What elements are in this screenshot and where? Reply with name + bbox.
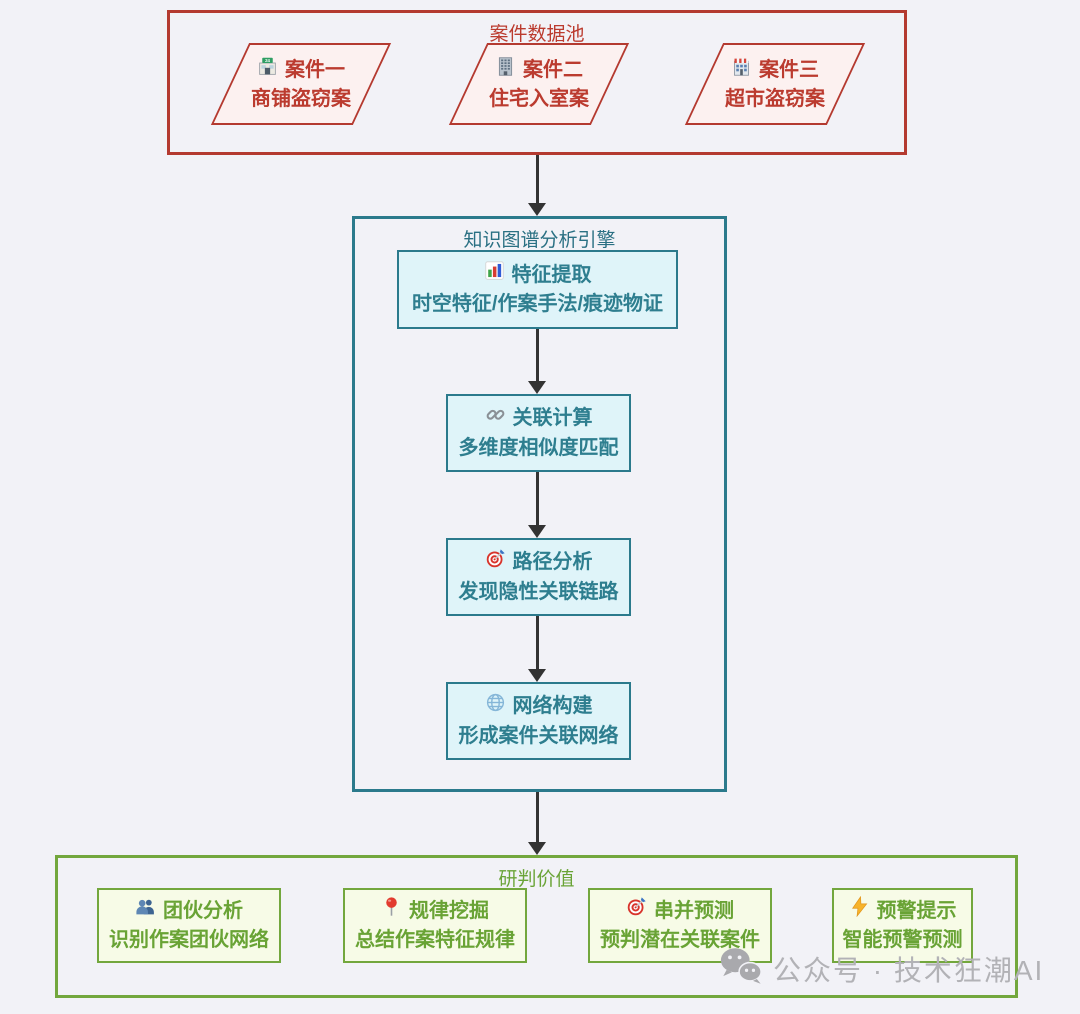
case-pool-title: 案件数据池 (489, 24, 585, 45)
value-item-title: 规律挖掘 (409, 899, 489, 922)
case-node-subtitle: 超市盗窃案 (725, 87, 825, 110)
flow-arrow (536, 155, 539, 203)
value-item-subtitle: 智能预警预测 (842, 929, 963, 951)
pushpin-icon (381, 896, 402, 926)
flow-arrow (536, 329, 539, 381)
flow-arrow (536, 616, 539, 669)
case-node-1: 24 案件一 商铺盗窃案 (210, 43, 392, 125)
department-store-icon (731, 56, 752, 85)
flow-arrowhead (528, 203, 546, 216)
link-icon (485, 404, 506, 434)
lightning-icon (849, 895, 870, 926)
engine-title: 知识图谱分析引擎 (463, 230, 616, 251)
flow-arrow (536, 472, 539, 525)
engine-step-title: 关联计算 (512, 407, 593, 429)
engine-subgraph: 知识图谱分析引擎 (352, 216, 727, 792)
flow-arrowhead (528, 525, 546, 538)
flow-arrowhead (528, 669, 546, 682)
value-subgraph: 研判价值 (55, 855, 1018, 998)
engine-step-association: 关联计算 多维度相似度匹配 (446, 394, 631, 472)
target-icon (485, 548, 506, 578)
value-title: 研判价值 (498, 869, 575, 890)
value-item-title: 串并预测 (654, 899, 734, 922)
watermark: 公众号 · 技术狂潮AI (718, 944, 1044, 994)
target-icon (626, 896, 647, 926)
value-item-warning: 预警提示 智能预警预测 (832, 888, 973, 963)
case-node-title: 案件二 (523, 59, 583, 81)
value-item-title: 团伙分析 (163, 899, 243, 922)
engine-step-title: 特征提取 (511, 263, 592, 286)
flow-arrowhead (528, 381, 546, 394)
engine-step-subtitle: 发现隐性关联链路 (458, 580, 619, 603)
value-item-subtitle: 预判潜在关联案件 (600, 929, 760, 951)
office-building-icon (495, 56, 516, 85)
flow-arrowhead (528, 842, 546, 855)
value-item-subtitle: 总结作案特征规律 (355, 929, 515, 951)
case-node-subtitle: 住宅入室案 (489, 87, 589, 110)
case-node-title: 案件三 (759, 59, 819, 81)
value-item-subtitle: 识别作案团伙网络 (109, 929, 269, 951)
bar-chart-icon (484, 260, 505, 290)
case-node-title: 案件一 (285, 59, 345, 81)
globe-icon (485, 692, 506, 722)
wechat-icon (718, 945, 764, 994)
engine-step-title: 路径分析 (512, 551, 593, 573)
value-item-pattern-mining: 规律挖掘 总结作案特征规律 (343, 888, 527, 963)
engine-step-feature-extraction: 特征提取 时空特征/作案手法/痕迹物证 (397, 250, 678, 329)
engine-step-network-build: 网络构建 形成案件关联网络 (446, 682, 631, 760)
store-icon: 24 (257, 56, 278, 85)
case-node-subtitle: 商铺盗窃案 (251, 87, 351, 110)
people-icon (135, 896, 156, 926)
value-item-title: 预警提示 (876, 899, 957, 922)
engine-step-subtitle: 形成案件关联网络 (458, 724, 619, 747)
svg-text:24: 24 (265, 58, 270, 63)
engine-step-title: 网络构建 (512, 695, 593, 717)
case-node-3: 案件三 超市盗窃案 (684, 43, 866, 125)
engine-step-subtitle: 多维度相似度匹配 (458, 436, 619, 459)
case-node-2: 案件二 住宅入室案 (448, 43, 630, 125)
watermark-text: 公众号 · 技术狂潮AI (773, 955, 1045, 986)
engine-step-subtitle: 时空特征/作案手法/痕迹物证 (411, 293, 664, 315)
flow-arrow (536, 792, 539, 842)
engine-step-path-analysis: 路径分析 发现隐性关联链路 (446, 538, 631, 616)
case-pool-subgraph: 案件数据池 (167, 10, 907, 155)
value-item-gang-analysis: 团伙分析 识别作案团伙网络 (97, 888, 281, 963)
